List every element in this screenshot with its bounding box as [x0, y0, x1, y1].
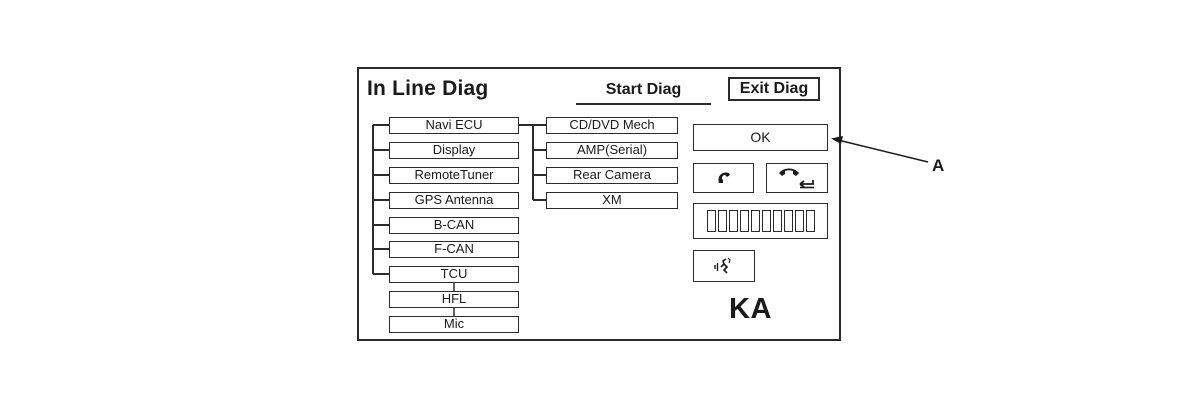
exit-diag-button[interactable]: Exit Diag: [728, 77, 820, 101]
tree-item-xm[interactable]: XM: [546, 192, 678, 209]
start-diag-tab[interactable]: Start Diag: [576, 77, 711, 105]
signal-strength-meter: [693, 203, 828, 239]
signal-segment: [794, 210, 804, 232]
voice-command-icon: [714, 257, 731, 274]
tree-item-f-can[interactable]: F-CAN: [389, 241, 519, 258]
hangup-back-button[interactable]: [766, 163, 828, 193]
screen-title: In Line Diag: [367, 77, 489, 100]
signal-segment: [739, 210, 749, 232]
signal-segment: [717, 210, 727, 232]
signal-segment: [750, 210, 760, 232]
region-code-label: KA: [729, 293, 772, 325]
signal-segment: [706, 210, 716, 232]
tree-item-rear-camera[interactable]: Rear Camera: [546, 167, 678, 184]
phone-hangup-back-icon: [779, 168, 814, 189]
tree-item-gps-antenna[interactable]: GPS Antenna: [389, 192, 519, 209]
tree-item-mic[interactable]: Mic: [389, 316, 519, 333]
tree-item-display[interactable]: Display: [389, 142, 519, 159]
signal-segment: [772, 210, 782, 232]
tree-item-remote-tuner[interactable]: RemoteTuner: [389, 167, 519, 184]
signal-segment: [761, 210, 771, 232]
signal-segment: [783, 210, 793, 232]
signal-segment: [728, 210, 738, 232]
tree-item-cd-dvd-mech[interactable]: CD/DVD Mech: [546, 117, 678, 134]
signal-segment: [805, 210, 815, 232]
diagnostic-screen: In Line Diag Start Diag Exit Diag Navi E…: [357, 67, 841, 341]
callout-label: A: [932, 156, 945, 175]
tree-item-navi-ecu[interactable]: Navi ECU: [389, 117, 519, 134]
tree-item-tcu[interactable]: TCU: [389, 266, 519, 283]
voice-command-button[interactable]: [693, 250, 755, 282]
ok-button[interactable]: OK: [693, 124, 828, 151]
tree-item-hfl[interactable]: HFL: [389, 291, 519, 308]
phone-pickup-icon: [718, 172, 730, 183]
call-button[interactable]: [693, 163, 754, 193]
tree-item-amp-serial[interactable]: AMP(Serial): [546, 142, 678, 159]
tree-item-b-can[interactable]: B-CAN: [389, 217, 519, 234]
